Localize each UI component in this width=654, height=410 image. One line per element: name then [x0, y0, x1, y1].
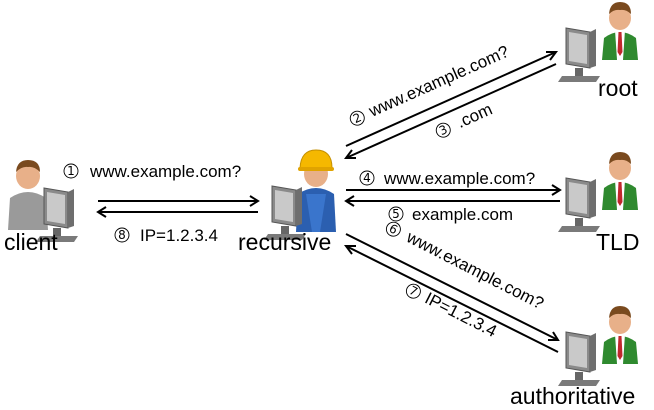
worker-at-computer-icon: [263, 149, 336, 241]
tld-label: TLD: [596, 229, 639, 255]
arrow-step-6: [345, 233, 560, 341]
step-7-label: 7 IP=1.2.3.4: [405, 283, 500, 341]
arrow-step-4: [346, 184, 562, 196]
step-1-number: 1: [67, 164, 75, 178]
businessman-at-computer-icon: [557, 152, 638, 233]
arrow-step-2: [345, 51, 558, 147]
businessman-at-computer-icon: [557, 306, 638, 387]
arrow-step-3: [344, 63, 557, 159]
step-1-label: 1 www.example.com?: [63, 162, 241, 181]
step-5-number: 5: [392, 207, 400, 221]
step-4-label: 4 www.example.com?: [359, 169, 535, 188]
arrow-step-8: [96, 206, 258, 218]
step-5-text: example.com: [412, 205, 513, 224]
step-8-number: 8: [118, 228, 126, 242]
user-at-computer-icon: [8, 160, 79, 243]
step-1-text: www.example.com?: [89, 162, 241, 181]
step-8-text: IP=1.2.3.4: [140, 226, 218, 245]
businessman-at-computer-icon: [557, 2, 638, 83]
client-label: client: [4, 229, 58, 255]
arrow-step-7: [344, 245, 559, 353]
step-3-text: .com: [454, 100, 495, 132]
authoritative-label: authoritative: [510, 383, 635, 409]
step-7-text: IP=1.2.3.4: [422, 289, 500, 341]
step-4-text: www.example.com?: [383, 169, 535, 188]
step-4-number: 4: [363, 171, 371, 185]
step-5-label: 5 example.com: [388, 205, 513, 224]
root-label: root: [598, 75, 638, 101]
step-8-label: 8 IP=1.2.3.4: [114, 226, 218, 245]
arrow-step-1: [98, 195, 260, 207]
recursive-label: recursive: [238, 229, 331, 255]
arrow-step-5: [344, 195, 560, 207]
